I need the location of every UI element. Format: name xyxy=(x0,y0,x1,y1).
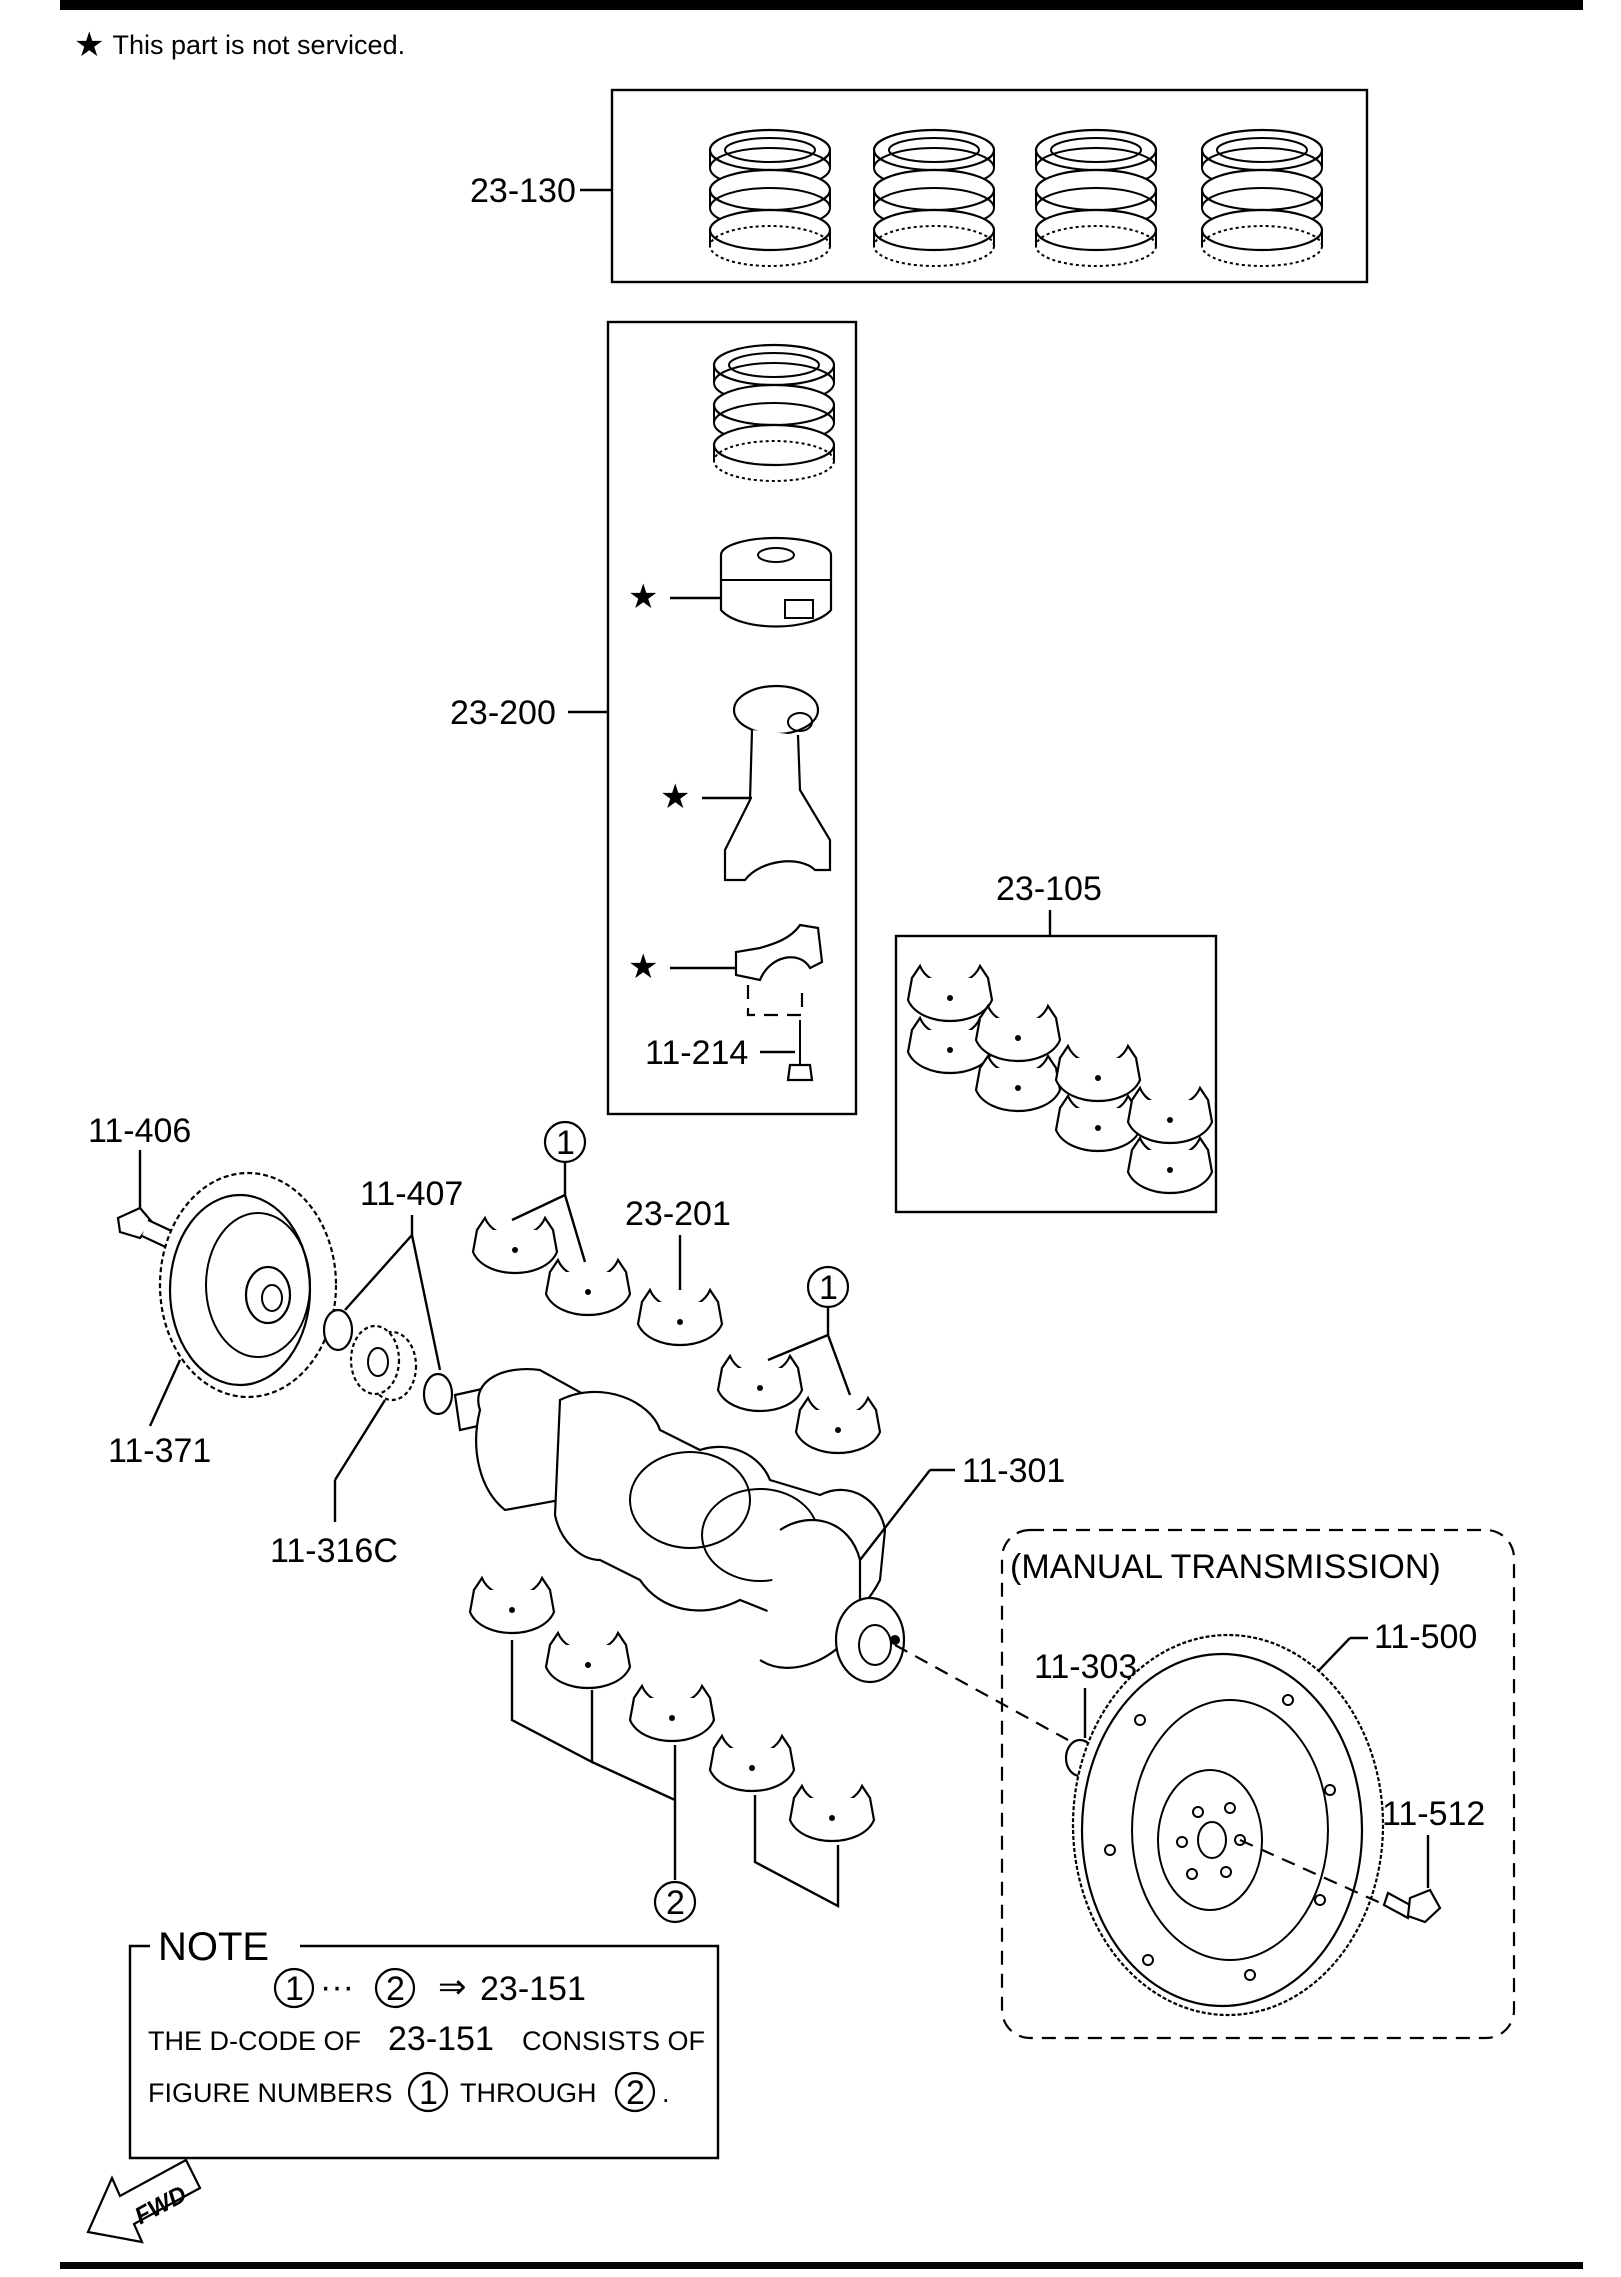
legend: ★ This part is not serviced. xyxy=(74,28,405,62)
note-title: NOTE xyxy=(158,1925,269,1969)
note-dots: ··· xyxy=(320,1968,354,2006)
label-23-200: 23-200 xyxy=(450,694,556,732)
note-range-to: 2 xyxy=(386,1970,405,2008)
oil-seal-front xyxy=(322,1308,354,1352)
circled-2-text: 2 xyxy=(666,1884,685,1922)
label-11-214: 11-214 xyxy=(645,1034,748,1072)
star-icon: ★ xyxy=(74,26,105,64)
main-bearing-lower-2 xyxy=(544,1631,632,1690)
label-11-301: 11-301 xyxy=(962,1452,1065,1490)
note-line2-post: CONSISTS OF xyxy=(522,2026,705,2056)
main-bearing-lower-3 xyxy=(628,1684,716,1743)
piston-conrod-box xyxy=(606,320,858,1116)
label-23-201: 23-201 xyxy=(625,1195,731,1233)
note-line3-mid: THROUGH xyxy=(460,2078,597,2108)
label-11-371: 11-371 xyxy=(108,1432,211,1470)
conrod-cap xyxy=(734,923,824,982)
label-23-105: 23-105 xyxy=(996,870,1102,908)
piston-ring-set-4 xyxy=(1200,128,1324,268)
note-arrow: ⇒ xyxy=(438,1968,467,2006)
connecting-rod xyxy=(723,684,832,882)
bottom-border xyxy=(60,2262,1583,2269)
note-line3-end: . xyxy=(662,2078,670,2108)
bearing-shell-pair-2 xyxy=(974,1004,1062,1113)
main-bearing-upper-1a xyxy=(471,1216,559,1275)
timing-sprocket xyxy=(349,1324,418,1402)
note-line3-from: 1 xyxy=(419,2074,438,2112)
crankshaft xyxy=(453,1368,906,1684)
label-11-316c: 11-316C xyxy=(270,1532,398,1570)
manual-transmission-region xyxy=(1000,1528,1516,2040)
bearing-shell-pair-3 xyxy=(1054,1044,1142,1153)
piston-ring-set-1 xyxy=(708,128,832,268)
star-conrod: ★ xyxy=(660,778,690,816)
circled-2 xyxy=(653,1880,697,1924)
oil-seal-rear xyxy=(422,1372,454,1416)
piston-ring-set-2 xyxy=(872,128,996,268)
label-11-512: 11-512 xyxy=(1382,1795,1485,1833)
circled-1-right-text: 1 xyxy=(819,1269,838,1307)
fwd-arrow-icon: FWD xyxy=(86,2158,202,2244)
circled-1-upper-text: 1 xyxy=(556,1124,575,1162)
manual-transmission-label: (MANUAL TRANSMISSION) xyxy=(1010,1548,1441,1586)
note-line3-pre: FIGURE NUMBERS xyxy=(148,2078,393,2108)
label-11-406: 11-406 xyxy=(88,1112,191,1150)
note-line3-circled-2 xyxy=(614,2071,656,2113)
label-11-303: 11-303 xyxy=(1034,1648,1137,1686)
main-bearing-lower-1 xyxy=(468,1576,556,1635)
note-range-from: 1 xyxy=(285,1970,304,2008)
label-23-130: 23-130 xyxy=(470,172,576,210)
bearing-shell-pair-4 xyxy=(1126,1086,1214,1195)
crank-pulley xyxy=(158,1171,338,1399)
piston-rings-in-kit xyxy=(712,343,836,483)
main-bearing-lower-4 xyxy=(708,1734,796,1793)
star-cap: ★ xyxy=(628,948,658,986)
note-line3-to: 2 xyxy=(626,2074,645,2112)
note-line2-code: 23-151 xyxy=(388,2020,494,2058)
star-piston: ★ xyxy=(628,578,658,616)
legend-text: This part is not serviced. xyxy=(112,29,406,60)
note-line3-circled-1 xyxy=(407,2071,449,2113)
piston-ring-set-box xyxy=(610,88,1369,284)
note-circled-2 xyxy=(374,1967,416,2009)
thrust-bearing xyxy=(636,1288,724,1347)
main-bearing-upper-1b xyxy=(544,1258,632,1317)
note-box xyxy=(128,1944,720,2160)
note-circled-1 xyxy=(273,1967,315,2009)
flywheel-bolt xyxy=(1382,1888,1442,1924)
label-11-500: 11-500 xyxy=(1374,1618,1477,1656)
main-bearing-upper-2b xyxy=(794,1396,882,1455)
label-11-407: 11-407 xyxy=(360,1175,463,1213)
conrod-bolt xyxy=(786,1020,814,1082)
note-line2-pre: THE D-CODE OF xyxy=(148,2026,361,2056)
flywheel xyxy=(1071,1633,1385,2017)
main-bearing-lower-5 xyxy=(788,1784,876,1843)
main-bearing-upper-2a xyxy=(716,1354,804,1413)
conrod-bearing-box xyxy=(894,934,1218,1214)
note-code: 23-151 xyxy=(480,1970,586,2008)
piston xyxy=(719,536,833,628)
top-border xyxy=(60,0,1583,10)
piston-ring-set-3 xyxy=(1034,128,1158,268)
